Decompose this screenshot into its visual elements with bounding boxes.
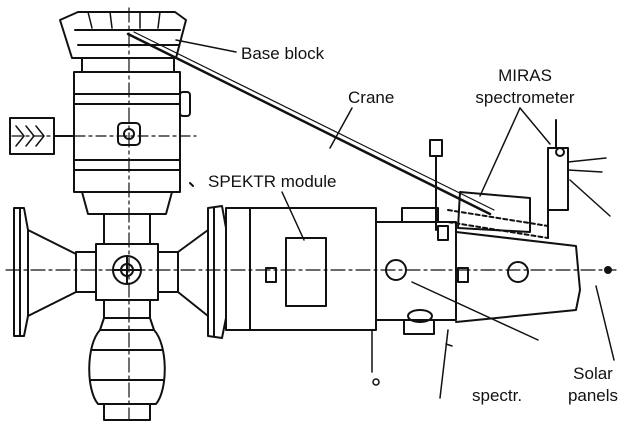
base-block-module — [9, 11, 194, 215]
miras-spectrometer — [447, 119, 611, 239]
probe-lines — [371, 329, 453, 399]
spectr-label: spectr. — [472, 386, 523, 405]
miras-label-line2: spectrometer — [475, 88, 575, 107]
solar-panels-label-line1: Solar — [573, 364, 613, 383]
antenna-mast — [429, 139, 443, 231]
leader-lines — [175, 39, 615, 361]
solar-panels-label-line2: panels — [567, 386, 619, 405]
base-block-label: Base block — [241, 44, 325, 63]
bottom-module — [88, 317, 166, 421]
miras-label-line1: MIRAS — [498, 66, 552, 85]
left-module — [13, 207, 77, 337]
spektr-module — [177, 205, 581, 339]
crane-label: Crane — [348, 88, 395, 107]
spektr-module-label: SPEKTR module — [208, 172, 337, 191]
crane-boom — [126, 31, 495, 216]
docking-node — [75, 213, 179, 319]
